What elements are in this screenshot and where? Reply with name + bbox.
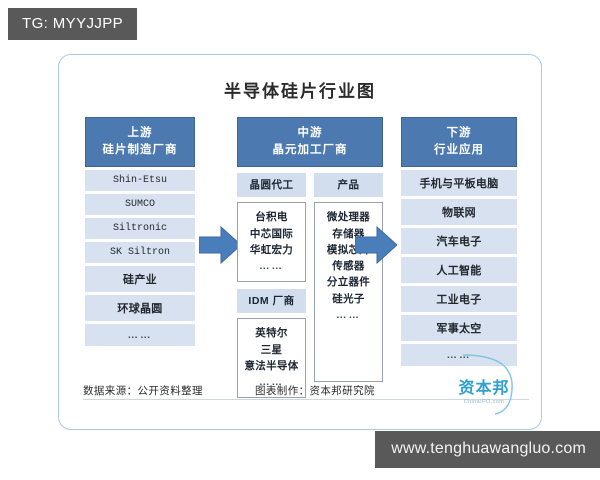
logo-name: 资本邦 bbox=[458, 380, 510, 397]
list-item: 意法半导体 bbox=[244, 359, 299, 372]
list-item: 物联网 bbox=[401, 199, 517, 226]
brand-logo: 资本邦 ChinaIPO.com bbox=[441, 354, 527, 415]
column-midstream: 中游 晶元加工厂商 晶圆代工 台积电 中芯国际 华虹宏力 …… IDM 厂商 英… bbox=[237, 117, 383, 399]
card-footer: 数据来源：公开资料整理 图表制作：资本邦研究院 资本邦 ChinaIPO.com bbox=[59, 354, 541, 415]
page-title: 半导体硅片行业图 bbox=[224, 82, 376, 101]
foundry-company-box: 台积电 中芯国际 华虹宏力 …… bbox=[237, 202, 306, 283]
arrow-right-icon bbox=[199, 225, 241, 265]
column-header-upstream-line1: 上游 bbox=[127, 127, 153, 139]
list-item: 汽车电子 bbox=[401, 228, 517, 255]
column-header-midstream: 中游 晶元加工厂商 bbox=[237, 117, 383, 168]
subheader-foundry: 晶圆代工 bbox=[237, 173, 306, 198]
list-item: …… bbox=[85, 324, 195, 347]
list-item: 三星 bbox=[260, 343, 283, 356]
list-item: 华虹宏力 bbox=[249, 243, 294, 256]
product-list-box: 微处理器 存储器 模拟芯片 传感器 分立器件 硅光子 …… bbox=[314, 202, 383, 383]
column-header-upstream: 上游 硅片制造厂商 bbox=[85, 117, 195, 168]
list-item: SUMCO bbox=[85, 194, 195, 216]
arrow-right-icon bbox=[355, 225, 397, 265]
list-item: 分立器件 bbox=[326, 276, 371, 289]
logo-swoosh-icon bbox=[462, 354, 513, 415]
idm-company-box: 英特尔 三星 意法半导体 …… bbox=[237, 318, 306, 399]
list-item: 手机与平板电脑 bbox=[401, 170, 517, 197]
list-item: …… bbox=[401, 344, 517, 367]
list-item: SK Siltron bbox=[85, 242, 195, 264]
list-item: 英特尔 bbox=[255, 327, 288, 340]
logo-subtitle: ChinaIPO.com bbox=[463, 399, 505, 405]
list-item: 环球晶圆 bbox=[85, 295, 195, 322]
footer-divider bbox=[83, 399, 529, 400]
column-header-upstream-line2: 硅片制造厂商 bbox=[102, 143, 178, 156]
column-header-downstream: 下游 行业应用 bbox=[401, 117, 517, 168]
list-item: Shin-Etsu bbox=[85, 170, 195, 192]
subheader-idm: IDM 厂商 bbox=[237, 289, 306, 314]
column-upstream: 上游 硅片制造厂商 Shin-Etsu SUMCO Siltronic SK S… bbox=[85, 117, 195, 347]
footer-source: 数据来源：公开资料整理 bbox=[83, 385, 203, 397]
list-item: 中芯国际 bbox=[249, 227, 294, 240]
list-item: Siltronic bbox=[85, 218, 195, 240]
footer-maker: 图表制作：资本邦研究院 bbox=[255, 385, 375, 397]
column-header-midstream-line2: 晶元加工厂商 bbox=[272, 143, 348, 156]
subcolumn-foundry: 晶圆代工 台积电 中芯国际 华虹宏力 …… IDM 厂商 英特尔 三星 意法半导… bbox=[237, 173, 306, 399]
list-item: 台积电 bbox=[255, 211, 288, 224]
telegram-watermark-badge: TG: MYYJJPP bbox=[8, 8, 138, 40]
list-item: 微处理器 bbox=[326, 211, 371, 224]
list-item: 工业电子 bbox=[401, 286, 517, 313]
subcolumn-products: 产品 微处理器 存储器 模拟芯片 传感器 分立器件 硅光子 …… bbox=[314, 173, 383, 398]
list-item: 人工智能 bbox=[401, 257, 517, 284]
site-url-watermark: www.tenghuawangluo.com bbox=[375, 431, 600, 468]
list-item: …… bbox=[336, 308, 361, 321]
midstream-body: 晶圆代工 台积电 中芯国际 华虹宏力 …… IDM 厂商 英特尔 三星 意法半导… bbox=[237, 173, 383, 399]
subheader-products: 产品 bbox=[314, 173, 383, 198]
infographic-card: 半导体硅片行业图 上游 硅片制造厂商 Shin-Etsu SUMCO Siltr… bbox=[58, 54, 542, 430]
list-item: …… bbox=[259, 376, 284, 389]
column-header-midstream-line1: 中游 bbox=[297, 127, 323, 139]
column-downstream: 下游 行业应用 手机与平板电脑 物联网 汽车电子 人工智能 工业电子 军事太空 … bbox=[401, 117, 517, 367]
column-header-downstream-line2: 行业应用 bbox=[434, 143, 484, 156]
list-item: 军事太空 bbox=[401, 315, 517, 342]
list-item: 硅产业 bbox=[85, 266, 195, 293]
list-item: 传感器 bbox=[332, 260, 365, 273]
industry-chain-diagram: 上游 硅片制造厂商 Shin-Etsu SUMCO Siltronic SK S… bbox=[59, 117, 541, 417]
list-item: …… bbox=[259, 260, 284, 273]
column-header-downstream-line1: 下游 bbox=[446, 127, 472, 139]
list-item: 硅光子 bbox=[332, 292, 365, 305]
